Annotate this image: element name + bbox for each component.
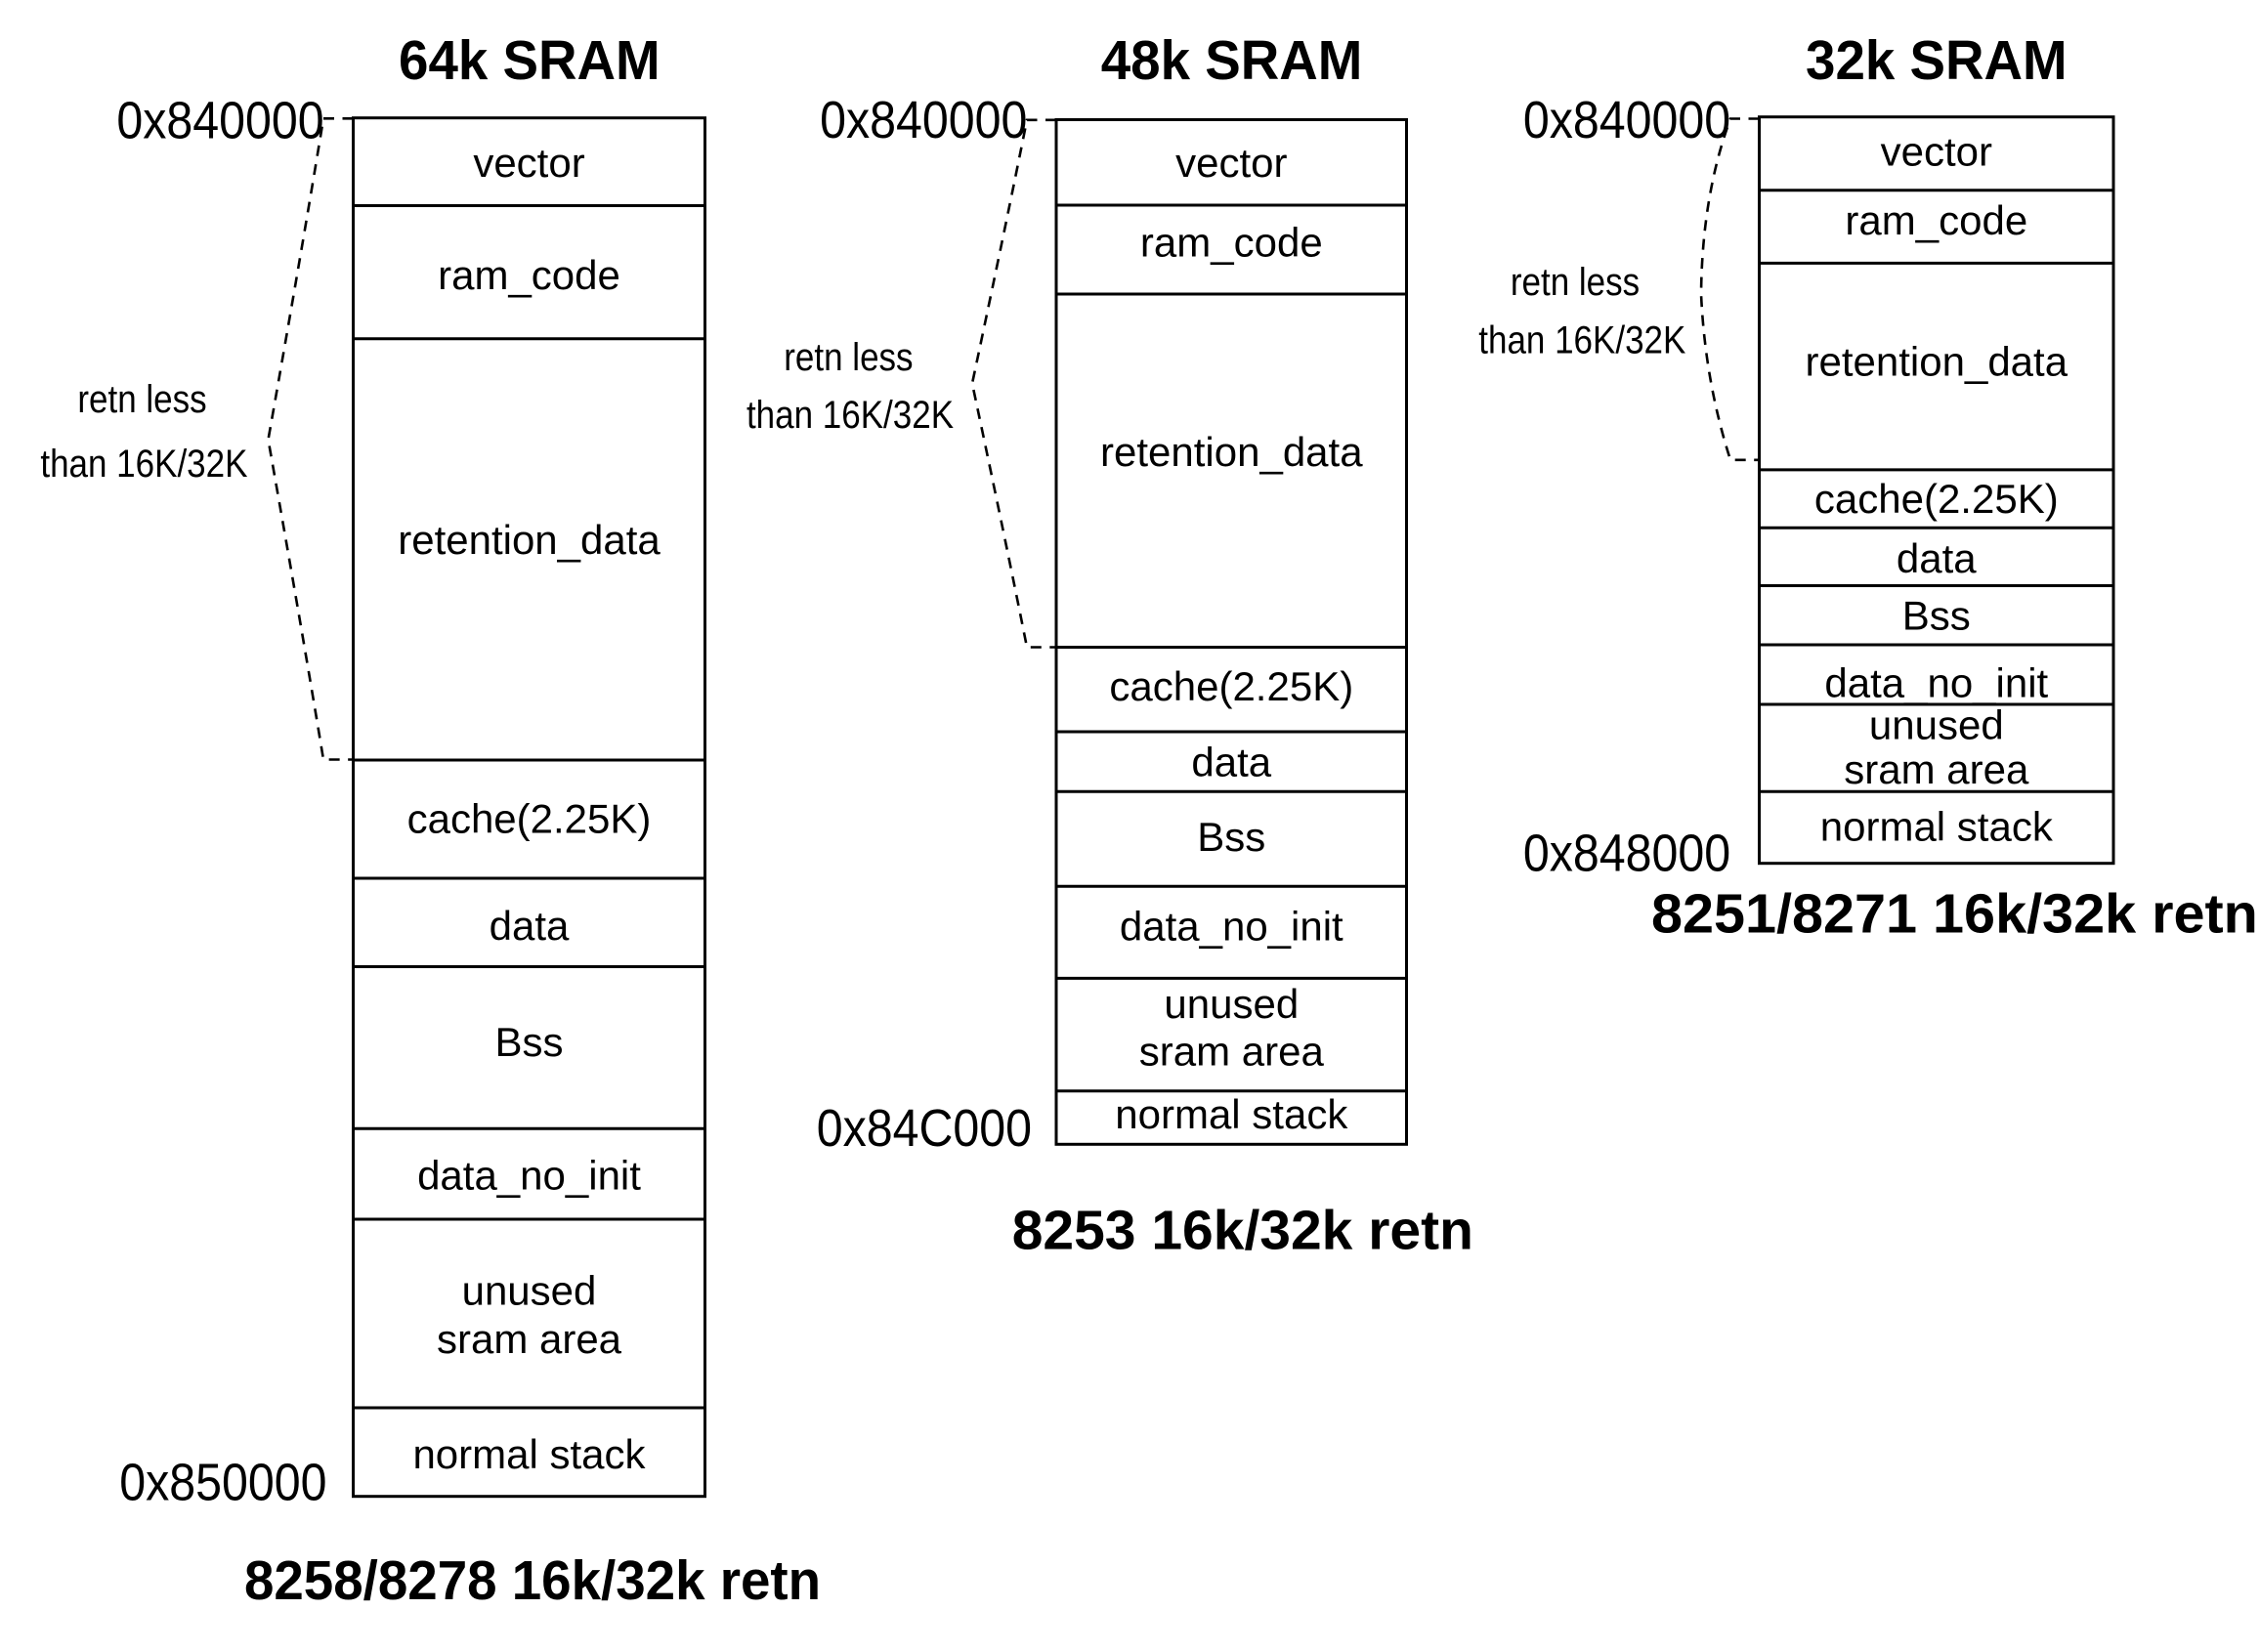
svg-text:sram area: sram area (1844, 746, 2029, 792)
svg-text:Bss: Bss (1197, 814, 1265, 860)
svg-text:8251/8271 16k/32k retn: 8251/8271 16k/32k retn (1651, 883, 2258, 946)
svg-text:normal stack: normal stack (412, 1431, 646, 1477)
svg-text:data_no_init: data_no_init (417, 1153, 641, 1199)
svg-text:normal stack: normal stack (1115, 1091, 1348, 1137)
svg-text:0x848000: 0x848000 (1523, 824, 1730, 882)
svg-text:retention_data: retention_data (1806, 339, 2068, 385)
svg-text:0x84C000: 0x84C000 (817, 1099, 1032, 1158)
svg-text:cache(2.25K): cache(2.25K) (407, 796, 652, 842)
svg-text:retention_data: retention_data (398, 517, 661, 563)
svg-text:than 16K/32K: than 16K/32K (1478, 318, 1685, 361)
svg-text:data: data (1897, 535, 1977, 581)
svg-text:48k SRAM: 48k SRAM (1101, 28, 1363, 91)
svg-text:unused: unused (1869, 702, 2004, 748)
svg-text:sram area: sram area (1139, 1029, 1325, 1075)
svg-text:than 16K/32K: than 16K/32K (746, 393, 954, 437)
svg-text:normal stack: normal stack (1820, 804, 2054, 850)
svg-text:retn less: retn less (77, 377, 206, 421)
svg-text:ram_code: ram_code (1140, 220, 1323, 266)
svg-text:64k SRAM: 64k SRAM (399, 28, 661, 91)
svg-text:unused: unused (462, 1268, 597, 1314)
svg-text:ram_code: ram_code (438, 252, 620, 298)
svg-text:Bss: Bss (1902, 592, 1971, 638)
svg-text:ram_code: ram_code (1845, 197, 2027, 243)
svg-text:than 16K/32K: than 16K/32K (40, 442, 247, 486)
svg-text:retn less: retn less (784, 335, 913, 379)
svg-text:8258/8278 16k/32k retn: 8258/8278 16k/32k retn (244, 1548, 821, 1611)
svg-text:0x850000: 0x850000 (119, 1453, 326, 1511)
svg-text:retention_data: retention_data (1100, 429, 1363, 475)
svg-text:32k SRAM: 32k SRAM (1806, 28, 2068, 91)
svg-text:unused: unused (1164, 981, 1299, 1027)
svg-text:data_no_init: data_no_init (1824, 660, 2048, 706)
svg-text:data: data (490, 903, 570, 949)
svg-text:vector: vector (1175, 140, 1287, 186)
svg-text:vector: vector (473, 140, 584, 186)
svg-text:Bss: Bss (494, 1019, 563, 1065)
svg-text:8253 16k/32k retn: 8253 16k/32k retn (1012, 1200, 1473, 1262)
svg-text:0x840000: 0x840000 (1523, 91, 1730, 149)
svg-text:0x840000: 0x840000 (116, 91, 323, 149)
svg-text:data: data (1191, 740, 1271, 785)
svg-text:cache(2.25K): cache(2.25K) (1814, 476, 2059, 522)
svg-text:cache(2.25K): cache(2.25K) (1109, 663, 1353, 709)
svg-text:sram area: sram area (437, 1316, 622, 1362)
svg-text:retn less: retn less (1511, 260, 1640, 304)
svg-text:0x840000: 0x840000 (820, 91, 1027, 149)
svg-text:data_no_init: data_no_init (1120, 903, 1343, 949)
svg-text:vector: vector (1881, 129, 1992, 175)
